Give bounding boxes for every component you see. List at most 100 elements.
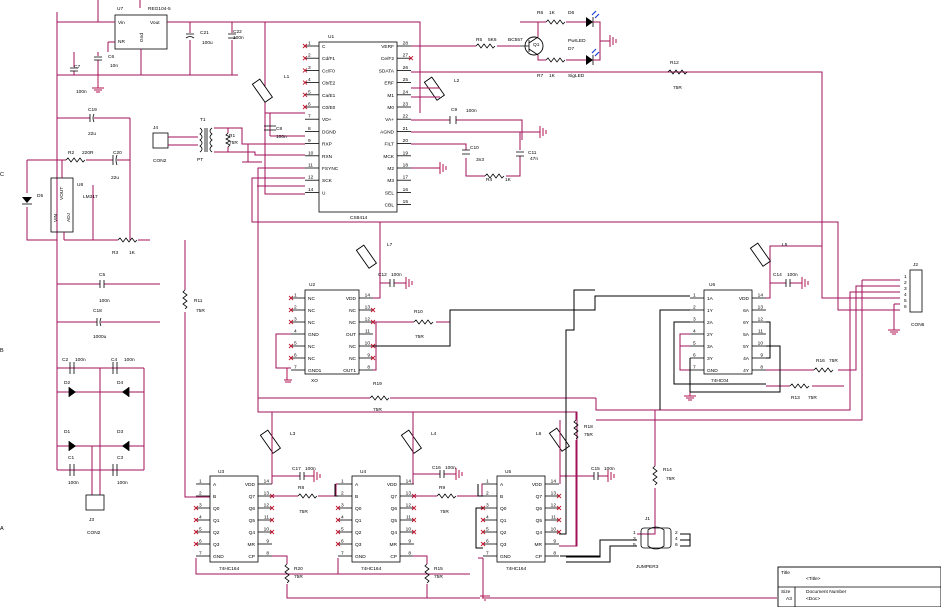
r16-val: 75R [829, 358, 838, 364]
r1-ref: R1 [229, 133, 235, 139]
c4-val: 100n [124, 357, 135, 363]
u5-ref: U5 [505, 469, 511, 475]
u1-pin-number: 24 [403, 89, 409, 95]
no-connect-mark [411, 517, 417, 523]
size-value: A3 [786, 596, 792, 602]
u6-pin-number: 4 [693, 329, 696, 335]
c2-ref: C2 [62, 357, 68, 363]
u4-pin-number: 1 [341, 479, 344, 485]
u1-pin-number: 20 [403, 138, 409, 144]
u3-pin-number: 2 [199, 491, 202, 497]
c16-ref: C16 [432, 465, 441, 471]
no-connect-mark [335, 505, 341, 511]
r8-ref: R8 [298, 485, 304, 491]
u6-part: 74HC04 [711, 378, 729, 384]
u1-pin-label: VA+ [385, 117, 394, 123]
l1-inductor [251, 78, 274, 103]
u3-pin-number: 5 [199, 527, 202, 533]
r3-val: 1K [129, 250, 136, 256]
no-connect-mark [556, 529, 562, 535]
c19-val: 22u [88, 131, 96, 137]
zone-marker-b: B [0, 348, 4, 354]
u1-pin-label: M3 [387, 178, 394, 184]
c9-val: 100n [466, 108, 477, 114]
u2-pin-number: 3 [294, 317, 297, 323]
no-connect-mark [370, 307, 376, 313]
u1-pin-number: 8 [308, 126, 311, 132]
u2-pin-label: NC [308, 320, 315, 326]
u1-pin-number: 26 [403, 65, 409, 71]
c21-val: 100u [202, 40, 213, 46]
l4-inductor [400, 429, 423, 454]
u5-pin-label: Q4 [536, 530, 543, 536]
u6-pin-number: 1 [693, 293, 696, 299]
u3-pin-number: 9 [266, 539, 269, 545]
c19-ref: C19 [88, 107, 97, 113]
u2-pin-label: NC [308, 356, 315, 362]
u1-pin-number: 18 [403, 163, 409, 169]
u1-pin-label: FILT [384, 142, 394, 148]
r6-ref: R6 [537, 10, 543, 16]
u8-pin-vin: VIN [53, 213, 59, 222]
r8-val: 75R [299, 509, 308, 515]
u1-pin-number: 15 [403, 199, 409, 205]
u5-pin-number: 11 [551, 515, 556, 521]
u5-pin-label: GND [500, 554, 511, 560]
u4-pin-label: B [355, 494, 358, 500]
u6-pin-label: 2Y [707, 332, 714, 338]
svg-text:5: 5 [633, 542, 636, 548]
u6-pin-number: 12 [758, 317, 764, 323]
u1-pin-label: CBL [385, 203, 395, 209]
svg-text:1: 1 [904, 274, 907, 280]
u3-pin-label: GND [213, 554, 224, 560]
u5-pin-label: B [500, 494, 503, 500]
u1-pin-label: Ca/E1 [322, 93, 336, 99]
u6-pin-number: 10 [758, 341, 764, 347]
r1-val: 75R [229, 140, 238, 146]
j1-ref: J1 [645, 516, 650, 522]
r7-ref: R7 [537, 73, 543, 79]
no-connect-mark [302, 43, 308, 49]
no-connect-mark [302, 104, 308, 110]
no-connect-mark [288, 307, 294, 313]
l1-ref: L1 [284, 74, 290, 80]
u1-pin-label: M1 [387, 93, 394, 99]
u1-pin-label: ERF [384, 81, 394, 87]
u5-pin-number: 7 [486, 551, 489, 557]
u4-pin-number: 7 [341, 551, 344, 557]
d6-ref: D6 [568, 10, 574, 16]
c21-ref: C21 [200, 30, 209, 36]
u1-pin-number: 27 [403, 53, 409, 59]
u4-pin-number: 13 [406, 491, 412, 497]
u1-pin-label: U [322, 190, 326, 196]
u6-pin-number: 6 [693, 353, 696, 359]
u1-pin-label: Ce/F2 [381, 56, 394, 62]
u3-pin-number: 4 [199, 515, 202, 521]
no-connect-mark [302, 92, 308, 98]
l3-inductor [259, 429, 282, 454]
u6-pin-label: 4A [743, 356, 750, 362]
u2-pin-number: 11 [365, 329, 370, 335]
u5-pin-number: 6 [486, 539, 489, 545]
u5-pin-number: 14 [551, 479, 557, 485]
d2-ref: D2 [64, 380, 70, 386]
j3-ref: J3 [89, 517, 94, 523]
no-connect-mark [556, 517, 562, 523]
c3-val: 100n [117, 480, 128, 486]
u5-pin-label: Q3 [500, 542, 507, 548]
u1-pin-label: AGND [380, 129, 394, 135]
u2-pin-number: 12 [365, 317, 371, 323]
u5-pin-number: 4 [486, 515, 489, 521]
svg-text:5: 5 [904, 298, 907, 304]
zone-marker-a: A [0, 526, 4, 532]
u3-pin-number: 7 [199, 551, 202, 557]
u6-pin-number: 13 [758, 305, 764, 311]
u6-pin-number: 8 [760, 365, 763, 371]
no-connect-mark [288, 355, 294, 361]
c14-ref: C14 [773, 272, 782, 278]
u2-pin-number: 9 [367, 353, 370, 359]
u6-pin-number: 5 [693, 341, 696, 347]
c16-val: 100n [445, 465, 456, 471]
u1-pin-number: 11 [308, 163, 313, 169]
